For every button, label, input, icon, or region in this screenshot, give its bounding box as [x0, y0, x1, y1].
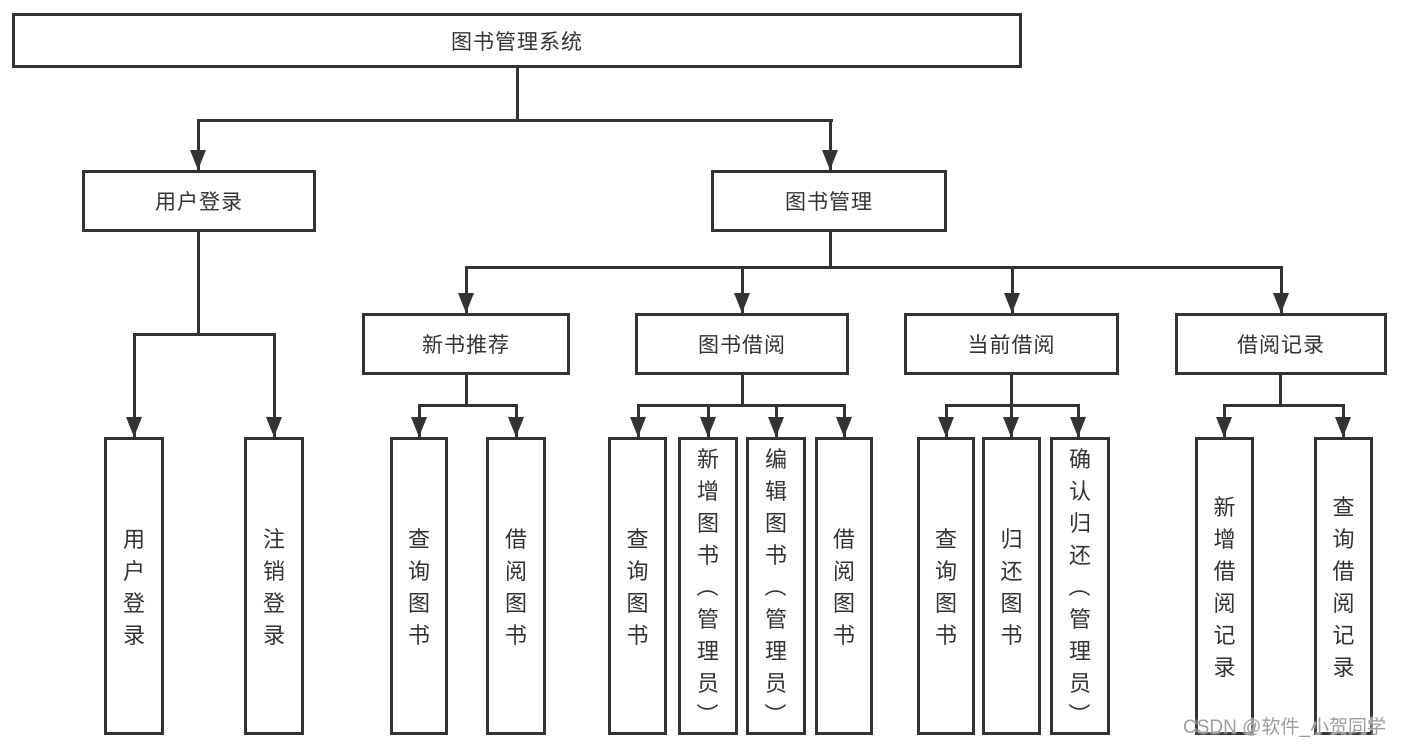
node-label: 归还图书 — [1000, 527, 1023, 648]
connector-line — [1280, 266, 1283, 313]
node-label: 用户登录 — [155, 191, 243, 214]
arrow-down-icon — [836, 417, 852, 437]
node-label: 用户登录 — [122, 527, 145, 648]
node-user-login: 用户登录 — [82, 170, 316, 232]
arrow-down-icon — [508, 417, 524, 437]
arrow-down-icon — [411, 417, 427, 437]
arrow-down-icon — [700, 417, 716, 437]
leaf-logout: 注销登录 — [244, 437, 304, 735]
arrow-down-icon — [734, 293, 750, 313]
leaf-add-borrow-record: 新增借阅记录 — [1195, 437, 1254, 735]
leaf-user-login: 用户登录 — [104, 437, 164, 735]
node-label: 图书管理系统 — [451, 30, 583, 54]
connector-line — [197, 119, 833, 122]
csdn-watermark: CSDN @软件_小贺同学 — [1183, 717, 1386, 738]
leaf-confirm-return-admin: 确认归还（管理员） — [1050, 437, 1110, 735]
connector-line — [197, 119, 200, 170]
leaf-add-books-admin: 新增图书（管理员） — [678, 437, 738, 735]
leaf-return-books: 归还图书 — [982, 437, 1041, 735]
connector-line — [637, 404, 846, 407]
arrow-down-icon — [1004, 293, 1020, 313]
node-label: 当前借阅 — [967, 334, 1056, 357]
connector-line — [741, 266, 744, 313]
arrow-down-icon — [266, 417, 282, 437]
arrow-down-icon — [822, 150, 838, 170]
arrow-down-icon — [1216, 417, 1232, 437]
arrow-down-icon — [1335, 417, 1351, 437]
connector-line — [197, 232, 200, 336]
connector-line — [516, 68, 519, 120]
connector-line — [418, 404, 518, 407]
node-label: 编辑图书（管理员） — [761, 447, 787, 726]
connector-line — [829, 119, 832, 170]
connector-line — [741, 375, 744, 407]
connector-line — [1010, 375, 1013, 407]
node-label: 图书管理 — [785, 191, 873, 214]
node-book-borrowing: 图书借阅 — [635, 313, 849, 375]
connector-line — [465, 266, 1282, 269]
arrow-down-icon — [1273, 293, 1289, 313]
node-label: 图书借阅 — [698, 334, 786, 357]
arrow-down-icon — [768, 417, 784, 437]
node-label: 查询图书 — [407, 527, 430, 648]
node-current-borrowing: 当前借阅 — [904, 313, 1119, 375]
node-new-book-recommend: 新书推荐 — [362, 313, 570, 375]
connector-line — [1279, 375, 1282, 407]
leaf-query-borrow-record: 查询借阅记录 — [1314, 437, 1373, 735]
connector-line — [1011, 266, 1014, 313]
arrow-down-icon — [1070, 417, 1086, 437]
connector-line — [829, 232, 832, 269]
leaf-borrow-books: 借阅图书 — [815, 437, 873, 735]
node-book-management: 图书管理 — [711, 170, 947, 232]
node-library-management-system: 图书管理系统 — [12, 13, 1022, 68]
node-label: 新书推荐 — [422, 334, 510, 357]
node-label: 查询图书 — [626, 527, 649, 648]
node-label: 新增借阅记录 — [1213, 495, 1236, 680]
connector-line — [273, 333, 276, 437]
arrow-down-icon — [1003, 417, 1019, 437]
connector-line — [1223, 404, 1345, 407]
leaf-query-books-borrowing: 查询图书 — [608, 437, 667, 735]
arrow-down-icon — [938, 417, 954, 437]
node-label: 借阅记录 — [1237, 334, 1325, 357]
arrow-down-icon — [126, 417, 142, 437]
connector-line — [465, 375, 468, 407]
node-label: 查询借阅记录 — [1332, 495, 1355, 680]
arrow-down-icon — [630, 417, 646, 437]
leaf-query-books-current: 查询图书 — [917, 437, 975, 735]
node-label: 查询图书 — [934, 527, 957, 648]
node-label: 新增图书（管理员） — [693, 447, 719, 726]
leaf-edit-books-admin: 编辑图书（管理员） — [746, 437, 806, 735]
leaf-query-books-recommend: 查询图书 — [390, 437, 448, 735]
leaf-borrow-books-recommend: 借阅图书 — [486, 437, 546, 735]
connector-line — [465, 266, 468, 313]
connector-line — [133, 333, 276, 336]
arrow-down-icon — [458, 293, 474, 313]
node-label: 注销登录 — [262, 527, 285, 648]
node-borrowing-records: 借阅记录 — [1175, 313, 1387, 375]
node-label: 借阅图书 — [504, 527, 527, 648]
arrow-down-icon — [190, 150, 206, 170]
connector-line — [133, 333, 136, 437]
node-label: 确认归还（管理员） — [1065, 447, 1091, 726]
node-label: 借阅图书 — [832, 527, 855, 648]
